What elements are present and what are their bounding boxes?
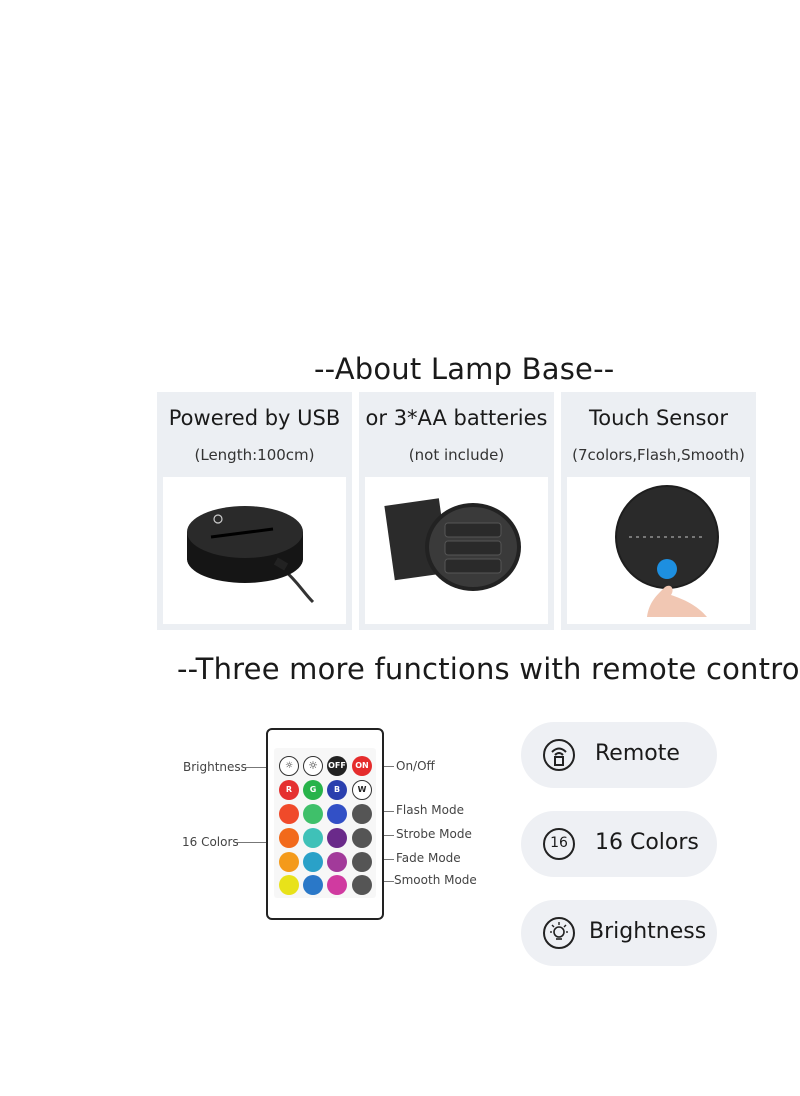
leader-line	[376, 881, 394, 882]
color-button[interactable]	[327, 828, 347, 848]
red-button[interactable]	[279, 780, 299, 800]
touch-base-image	[567, 477, 750, 624]
brightness-down-button[interactable]: ☼	[279, 756, 299, 776]
blue-label: B	[333, 785, 341, 794]
sun-icon: ☼	[308, 759, 318, 772]
color-button[interactable]	[327, 852, 347, 872]
white-button[interactable]	[352, 780, 372, 800]
flash-mode-label: Flash Mode	[396, 803, 464, 817]
color-button[interactable]	[279, 804, 299, 824]
leader-line	[376, 766, 394, 767]
fade-button[interactable]	[352, 852, 372, 872]
color-button[interactable]	[303, 852, 323, 872]
color-button[interactable]	[327, 875, 347, 895]
smooth-button[interactable]	[352, 875, 372, 895]
16-badge: 16	[550, 835, 568, 851]
color-button[interactable]	[279, 828, 299, 848]
fade-mode-label: Fade Mode	[396, 851, 461, 865]
remote-icon	[543, 739, 575, 771]
brightness-up-button[interactable]: ☼	[303, 756, 323, 776]
colors-feature-pill: 16 16 Colors	[521, 811, 717, 877]
on-button[interactable]	[352, 756, 372, 776]
leader-line	[237, 842, 277, 843]
colors-feature-label: 16 Colors	[595, 830, 699, 855]
card-subtitle: (7colors,Flash,Smooth)	[572, 446, 745, 464]
green-label: G	[309, 785, 317, 794]
white-label: W	[357, 785, 367, 794]
strobe-button[interactable]	[352, 828, 372, 848]
remote-feature-pill: Remote	[521, 722, 717, 788]
sun-icon: ☼	[284, 761, 294, 771]
usb-base-image	[163, 477, 346, 624]
leader-line	[376, 811, 394, 812]
brightness-feature-label: Brightness	[589, 919, 707, 944]
strobe-mode-label: Strobe Mode	[396, 827, 472, 841]
card-subtitle: (Length:100cm)	[194, 446, 315, 464]
card-touch-sensor: Touch Sensor (7colors,Flash,Smooth)	[561, 392, 756, 630]
green-button[interactable]	[303, 780, 323, 800]
brightness-label: Brightness	[183, 760, 247, 774]
remote-control: ☼ ☼ OFF ON R G B W	[266, 728, 384, 920]
about-lamp-base-heading: --About Lamp Base--	[314, 352, 615, 386]
colors-label: 16 Colors	[182, 835, 239, 849]
brightness-feature-pill: Brightness	[521, 900, 717, 966]
battery-base-image	[365, 477, 548, 624]
remote-functions-heading: --Three more functions with remote contr…	[177, 652, 800, 686]
card-usb: Powered by USB (Length:100cm)	[157, 392, 352, 630]
card-title: or 3*AA batteries	[365, 406, 548, 430]
leader-line	[376, 859, 394, 860]
red-label: R	[285, 785, 293, 794]
flash-button[interactable]	[352, 804, 372, 824]
card-title: Powered by USB	[168, 406, 341, 430]
bulb-icon	[543, 917, 575, 949]
card-subtitle: (not include)	[408, 446, 505, 464]
leader-line	[244, 767, 276, 768]
leader-line	[376, 835, 394, 836]
on-off-label: On/Off	[396, 759, 435, 773]
remote-feature-label: Remote	[595, 741, 680, 766]
color-button[interactable]	[303, 804, 323, 824]
color-button[interactable]	[279, 852, 299, 872]
blue-button[interactable]	[327, 780, 347, 800]
color-button[interactable]	[303, 875, 323, 895]
color-button[interactable]	[303, 828, 323, 848]
color-button[interactable]	[279, 875, 299, 895]
16-colors-icon: 16	[543, 828, 575, 860]
off-button[interactable]	[327, 756, 347, 776]
card-batteries: or 3*AA batteries (not include)	[359, 392, 554, 630]
on-label: ON	[355, 761, 369, 770]
card-title: Touch Sensor	[589, 406, 728, 430]
off-label: OFF	[328, 761, 346, 770]
smooth-mode-label: Smooth Mode	[394, 873, 477, 887]
color-button[interactable]	[327, 804, 347, 824]
